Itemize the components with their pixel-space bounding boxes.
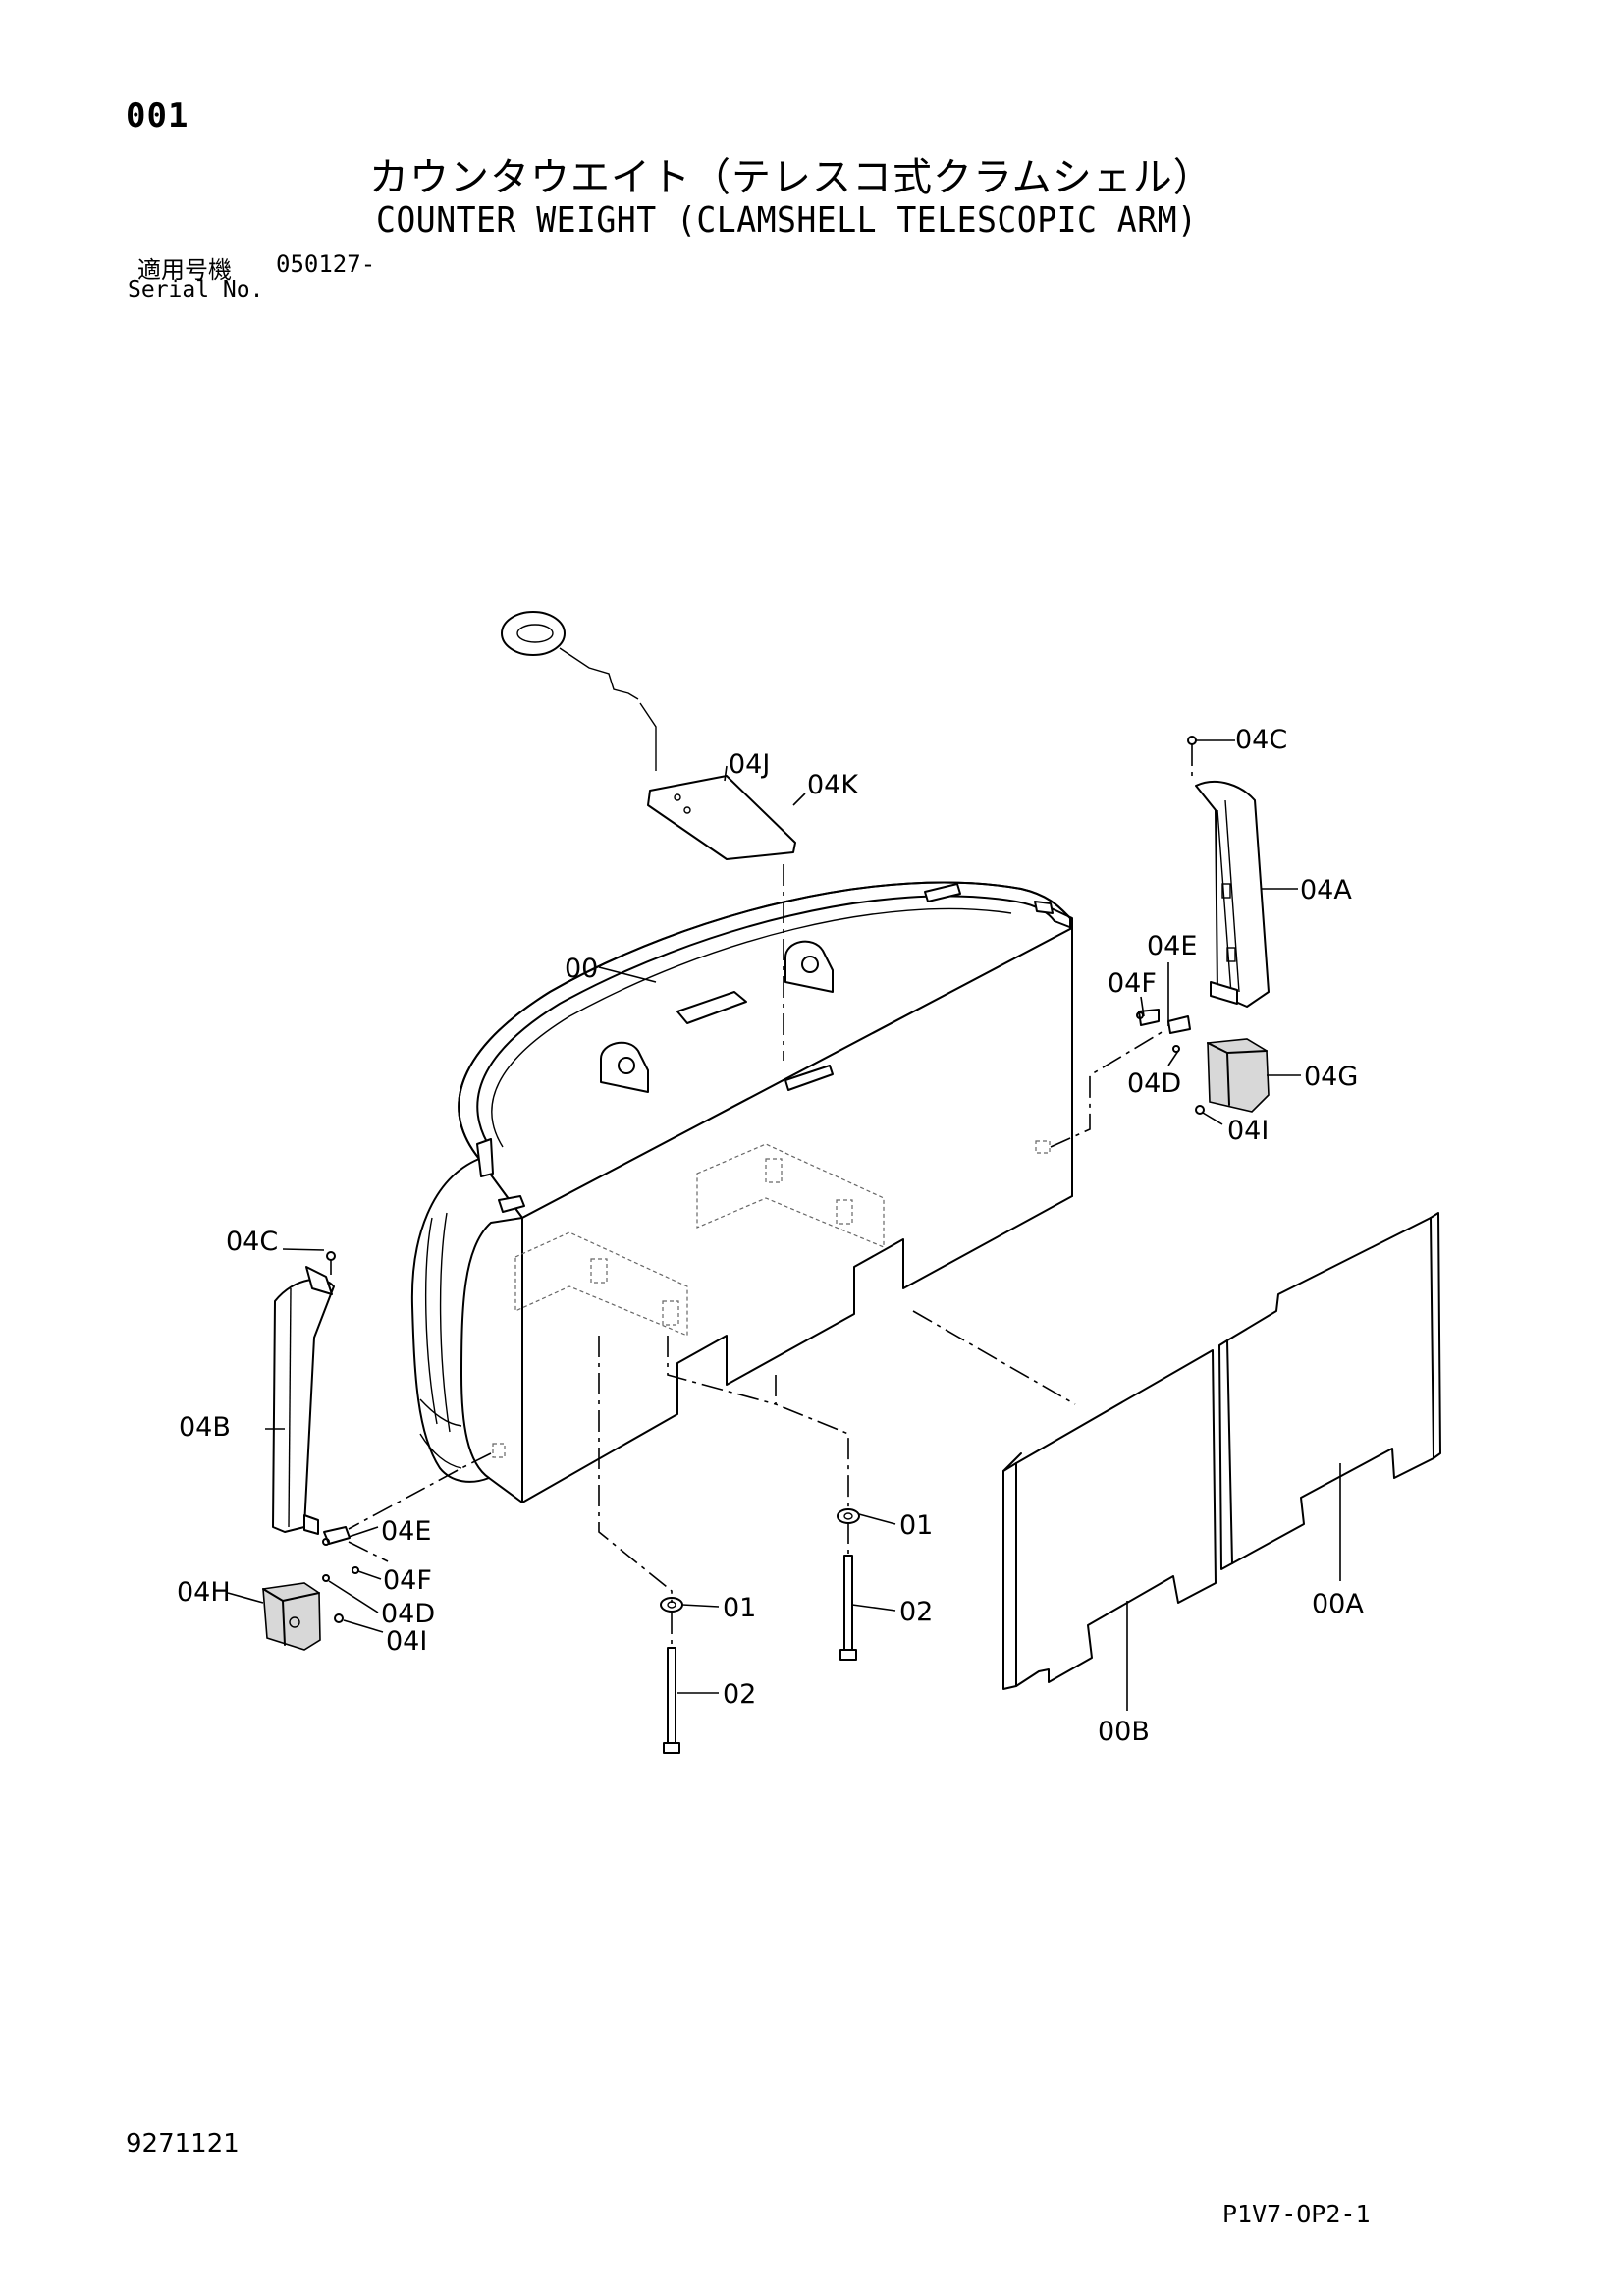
callout-04f-left: 04F xyxy=(383,1565,432,1596)
callout-04i-right: 04I xyxy=(1227,1116,1269,1146)
serial-label-japanese: 適用号機 xyxy=(137,256,232,284)
callout-04d-right: 04D xyxy=(1127,1068,1181,1099)
callout-04j: 04J xyxy=(729,749,770,780)
callout-04h: 04H xyxy=(177,1577,231,1608)
callout-00: 00 xyxy=(565,954,598,984)
callout-04d-left: 04D xyxy=(381,1599,435,1629)
side-cover-04b xyxy=(262,1251,359,1651)
callout-04k: 04K xyxy=(807,770,859,800)
counter-weight-body xyxy=(410,881,1073,1503)
callout-04a: 04A xyxy=(1300,875,1352,905)
callout-00a: 00A xyxy=(1312,1589,1364,1619)
side-cover-04a xyxy=(1136,736,1270,1115)
serial-number-value: 050127- xyxy=(276,250,376,278)
callout-labels: 04J 04K 04C 04A 04E 04F 04D 04G 04I 00 0… xyxy=(177,725,1364,1747)
callout-04b: 04B xyxy=(179,1412,231,1443)
page-title-japanese: カウンタウエイト（テレスコ式クラムシェル） xyxy=(369,155,1214,200)
leader-lines xyxy=(227,739,1341,1711)
center-lines xyxy=(330,744,1193,1645)
callout-04c-right: 04C xyxy=(1235,725,1287,755)
callout-04i-left: 04I xyxy=(386,1626,427,1657)
page-title-english: COUNTER WEIGHT (CLAMSHELL TELESCOPIC ARM… xyxy=(376,200,1198,241)
weight-plates xyxy=(1002,1212,1441,1690)
page-code: P1V7-OP2-1 xyxy=(1222,2200,1371,2228)
callout-04e-left: 04E xyxy=(381,1516,431,1547)
callout-04f-right: 04F xyxy=(1108,968,1157,999)
callout-00b: 00B xyxy=(1098,1717,1150,1747)
callout-01-right: 01 xyxy=(899,1510,933,1541)
callout-04e-right: 04E xyxy=(1147,931,1197,961)
serial-label-english: Serial No. xyxy=(128,277,264,302)
callout-04c-left: 04C xyxy=(226,1227,278,1257)
washers-and-bolts xyxy=(660,1508,860,1754)
page-number: 001 xyxy=(126,96,189,136)
callout-04g: 04G xyxy=(1304,1062,1358,1092)
document-code: 9271121 xyxy=(126,2129,240,2159)
callout-01-left: 01 xyxy=(723,1593,756,1623)
callout-02-left: 02 xyxy=(723,1679,756,1710)
callout-02-right: 02 xyxy=(899,1597,933,1627)
cover-plate-04j xyxy=(501,611,796,860)
